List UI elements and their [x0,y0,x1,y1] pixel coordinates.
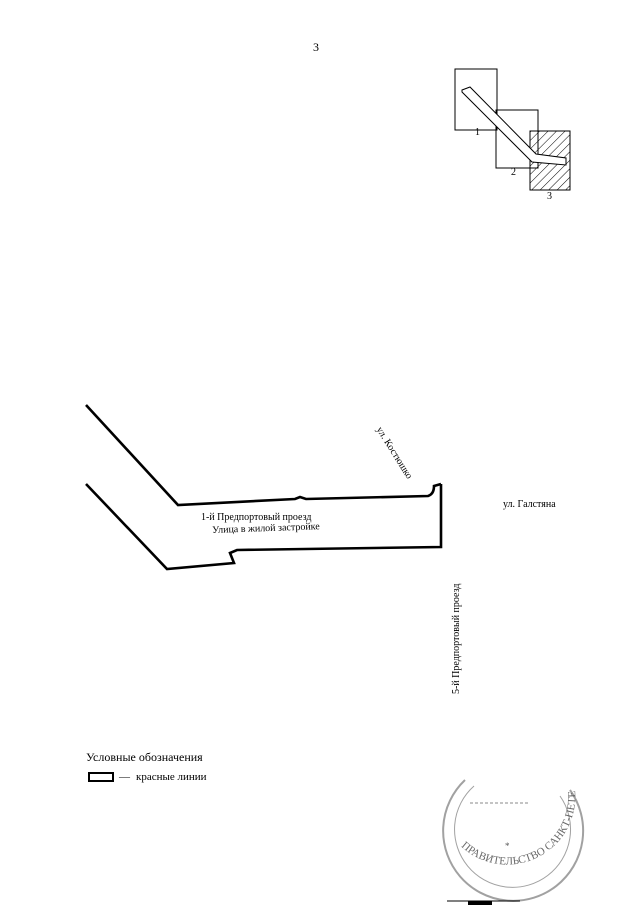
index-sheet-1-label: 1 [475,127,480,138]
index-sheet-3-label: 3 [547,191,552,202]
legend-red-lines-label: красные линии [136,771,207,783]
street-label-main: 1-й Предпортовый проезд [201,512,312,523]
index-sheet-2-label: 2 [511,167,516,178]
red-line-lower [85,483,443,571]
index-sheet-1 [454,68,498,131]
legend-row-red-lines: — красные линии [88,771,207,783]
legend-dash: — [119,771,130,783]
red-line-upper [85,404,442,507]
index-street-outline [461,86,567,166]
legend-title: Условные обозначения [86,750,203,764]
svg-text:*: * [505,841,510,851]
page-number: 3 [313,40,319,54]
street-label-galstyan: ул. Галстяна [503,499,556,510]
red-line-swatch-icon [88,772,114,782]
